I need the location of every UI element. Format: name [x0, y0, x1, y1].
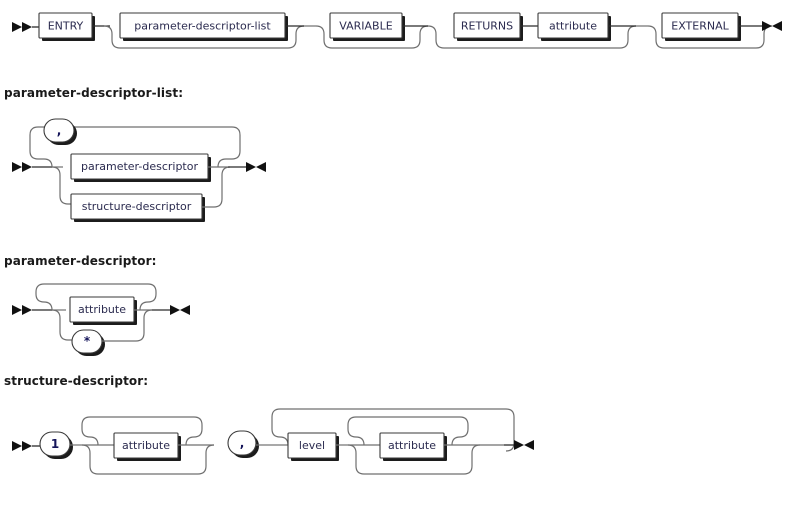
- node-label: parameter-descriptor-list: [134, 20, 271, 33]
- node-label: attribute: [549, 20, 597, 33]
- node-label: ,: [57, 124, 62, 138]
- start-arrow-icon: [12, 305, 32, 315]
- node-attribute-first: attribute: [113, 432, 181, 461]
- diagram-parameter-descriptor-list: , parameter-descriptor structure-descrip…: [12, 118, 266, 222]
- node-comma-separator: ,: [227, 430, 259, 458]
- diagram-parameter-descriptor: attribute *: [12, 283, 190, 356]
- node-label: level: [299, 439, 325, 452]
- node-entry-keyword: ENTRY: [38, 12, 95, 41]
- node-label: ENTRY: [48, 20, 84, 33]
- heading-structure-descriptor: structure-descriptor:: [4, 374, 149, 388]
- end-arrow-icon: [170, 305, 190, 315]
- end-arrow-icon: [514, 440, 534, 450]
- node-label: ,: [240, 436, 245, 450]
- node-label: RETURNS: [461, 20, 513, 33]
- heading-parameter-descriptor-list: parameter-descriptor-list:: [4, 86, 184, 100]
- node-parameter-descriptor: parameter-descriptor: [70, 153, 211, 182]
- node-level: level: [287, 432, 339, 461]
- node-label: 1: [51, 437, 59, 451]
- node-structure-descriptor: structure-descriptor: [70, 193, 205, 222]
- node-attribute: attribute: [69, 296, 137, 325]
- node-label: attribute: [122, 439, 170, 452]
- heading-parameter-descriptor: parameter-descriptor:: [4, 254, 157, 268]
- node-label: *: [84, 334, 91, 348]
- node-asterisk: *: [71, 329, 105, 356]
- node-label: structure-descriptor: [82, 200, 192, 213]
- node-variable-keyword: VARIABLE: [329, 12, 405, 41]
- start-arrow-icon: [12, 441, 32, 451]
- node-one-literal: 1: [39, 431, 73, 459]
- diagram-structure-descriptor: 1 attribute , level: [12, 408, 534, 475]
- start-arrow-icon: [12, 162, 32, 172]
- node-returns-keyword: RETURNS: [453, 12, 523, 41]
- node-comma-separator: ,: [43, 118, 77, 145]
- node-label: attribute: [388, 439, 436, 452]
- node-label: attribute: [78, 303, 126, 316]
- end-arrow-icon: [762, 21, 782, 31]
- node-label: EXTERNAL: [671, 20, 729, 33]
- node-attribute-second: attribute: [379, 432, 447, 461]
- start-arrow-icon: [12, 22, 32, 32]
- diagram-entry: ENTRY parameter-descriptor-list VARIABLE: [12, 12, 782, 49]
- node-external-keyword: EXTERNAL: [661, 12, 741, 41]
- node-parameter-descriptor-list: parameter-descriptor-list: [119, 12, 288, 41]
- end-arrow-icon: [246, 162, 266, 172]
- node-label: VARIABLE: [339, 20, 392, 33]
- node-label: parameter-descriptor: [81, 160, 198, 173]
- node-attribute: attribute: [537, 12, 611, 41]
